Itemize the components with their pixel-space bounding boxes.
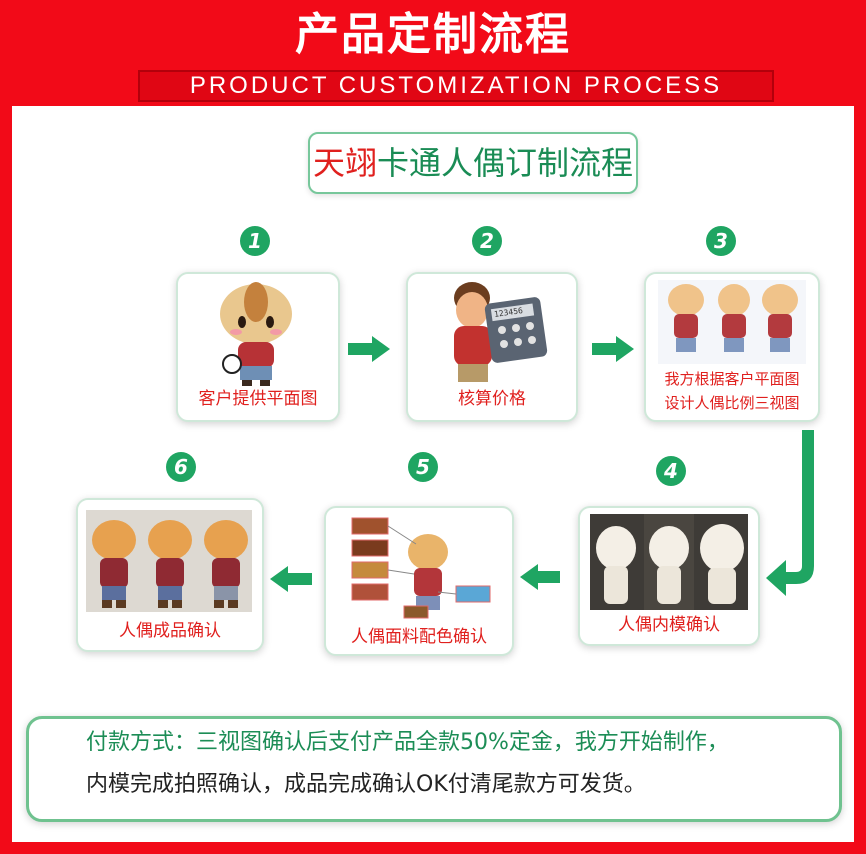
payment-line-2: 内模完成拍照确认，成品完成确认OK付清尾款方可发货。 xyxy=(86,772,646,797)
step-caption-2: 核算价格 xyxy=(458,389,526,409)
cartoon-squirrel-flat-icon xyxy=(220,282,292,386)
step-number-3: 3 xyxy=(706,226,736,256)
step-number-6: 6 xyxy=(166,452,196,482)
step-caption-3b: 设计人偶比例三视图 xyxy=(664,394,800,412)
arrow-right-icon xyxy=(592,336,634,362)
step-card-2: 123456 核算价格 xyxy=(406,272,578,422)
arrow-left-icon xyxy=(520,564,560,590)
step-caption-5: 人偶面料配色确认 xyxy=(351,627,487,647)
brand-name: 天翊 xyxy=(312,144,377,182)
arrow-right-icon xyxy=(348,336,390,362)
step-number-2: 2 xyxy=(472,226,502,256)
step-caption-6: 人偶成品确认 xyxy=(119,621,221,641)
page-title-english: PRODUCT CUSTOMIZATION PROCESS xyxy=(189,72,723,99)
subtitle-text: 卡通人偶订制流程 xyxy=(377,144,634,182)
page-title: 产品定制流程 xyxy=(295,9,571,60)
subtitle-frame xyxy=(308,132,638,194)
step-number-1: 1 xyxy=(240,226,270,256)
arrow-down-curve-icon xyxy=(766,430,814,596)
step-caption-3a: 我方根据客户平面图 xyxy=(664,370,800,388)
step-number-4: 4 xyxy=(656,456,686,486)
step-card-3: 我方根据客户平面图 设计人偶比例三视图 xyxy=(644,272,820,422)
step-number-5: 5 xyxy=(408,452,438,482)
step-card-6: 人偶成品确认 xyxy=(76,498,264,652)
three-view-design-icon xyxy=(658,280,806,364)
step-card-5: 人偶面料配色确认 xyxy=(324,506,514,656)
english-title-bar xyxy=(138,70,774,102)
payment-terms-box xyxy=(26,716,842,822)
step-caption-1: 客户提供平面图 xyxy=(198,389,318,409)
payment-line-1: 付款方式：三视图确认后支付产品全款50%定金，我方开始制作， xyxy=(86,730,729,755)
finished-mascot-photo-icon xyxy=(86,510,252,612)
inner-mold-photo-icon xyxy=(590,514,748,610)
step-card-1: 客户提供平面图 xyxy=(176,272,340,422)
step-card-4: 人偶内模确认 xyxy=(578,506,760,646)
arrow-left-icon xyxy=(270,566,312,592)
man-with-calculator-icon xyxy=(454,282,548,382)
fabric-color-match-icon xyxy=(351,517,491,619)
process-subtitle: 天翊卡通人偶订制流程 xyxy=(308,132,638,194)
step-caption-4: 人偶内模确认 xyxy=(618,615,720,635)
